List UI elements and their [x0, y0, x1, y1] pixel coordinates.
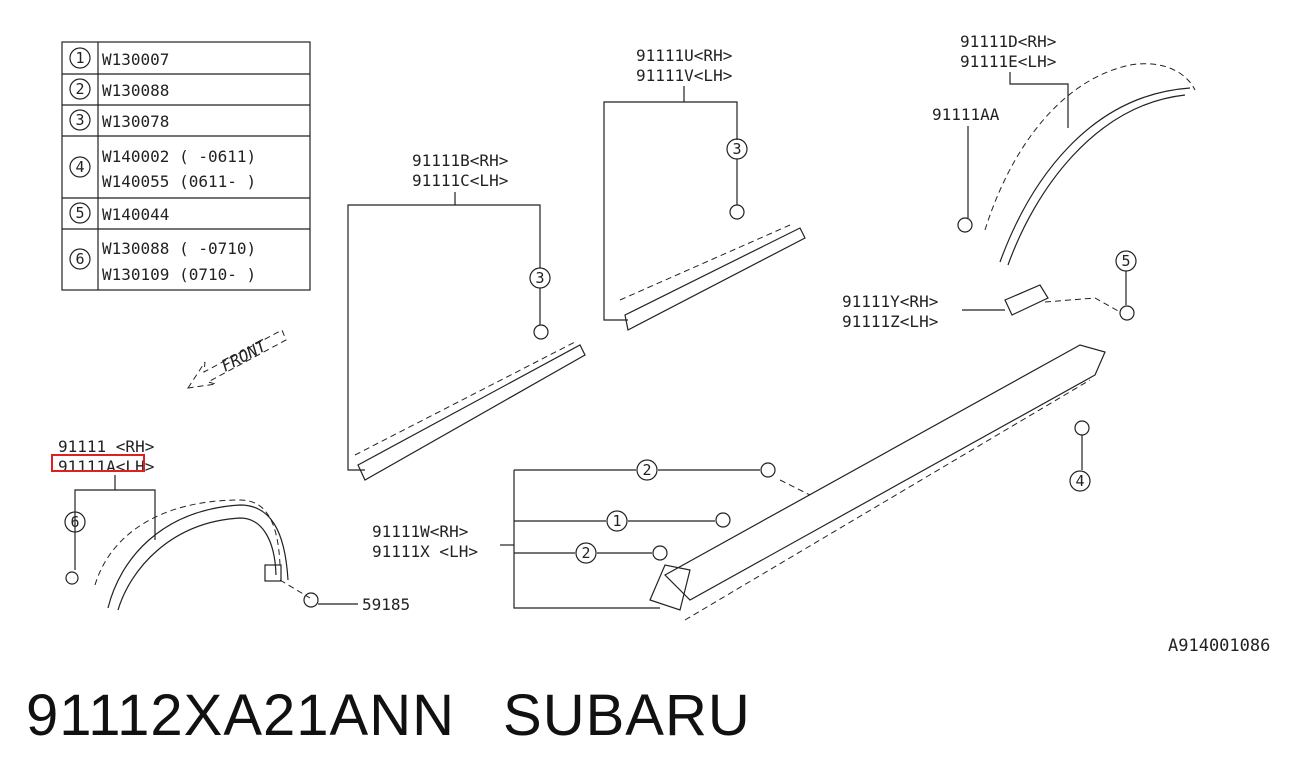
legend-row-3: 3 W130078: [69, 109, 169, 131]
svg-text:2: 2: [581, 544, 590, 562]
brand-name: SUBARU: [503, 683, 751, 748]
svg-text:5: 5: [1121, 252, 1130, 270]
svg-text:1: 1: [612, 512, 621, 530]
legend-row-5: 5 W140044: [69, 202, 169, 224]
rear-wheel-arch: 91111D<RH> 91111E<LH> 91111AA: [932, 32, 1196, 266]
legend-num: 1: [75, 49, 84, 67]
part-label-91111w: 91111W<RH>: [372, 522, 468, 541]
callout-4: [1069, 470, 1091, 492]
part-label-91111u: 91111U<RH>: [636, 46, 732, 65]
legend-part: W140044: [102, 205, 169, 224]
callout-6: [64, 511, 86, 533]
side-sill: 91111W<RH> 91111X <LH> 2 1 2 4: [372, 344, 1106, 621]
legend-row-2: 2 W130088: [69, 78, 169, 100]
highlight-box: [51, 454, 145, 472]
svg-text:3: 3: [535, 269, 544, 287]
legend-part: W130088: [102, 81, 169, 100]
legend-num: 2: [75, 80, 84, 98]
svg-text:2: 2: [642, 461, 651, 479]
legend-num: 6: [75, 250, 84, 268]
svg-text:3: 3: [732, 140, 741, 158]
callout-2: [636, 459, 658, 481]
part-label-91111d: 91111D<RH>: [960, 32, 1056, 51]
front-rocker-panel: 91111B<RH> 91111C<LH> 3: [347, 151, 586, 481]
part-label-91111c: 91111C<LH>: [412, 171, 508, 190]
part-label-59185: 59185: [362, 595, 410, 614]
front-label: FRONT: [218, 336, 271, 376]
legend-part: W130109 (0710- ): [102, 265, 256, 284]
part-label-91111a-lh: 91111A<LH>: [58, 457, 154, 476]
legend-part: W130078: [102, 112, 169, 131]
part-label-91111x: 91111X <LH>: [372, 542, 478, 561]
legend-num: 4: [75, 158, 84, 176]
legend-row-1: 1 W130007: [69, 47, 169, 69]
part-label-91111z: 91111Z<LH>: [842, 312, 938, 331]
callout-2: [575, 542, 597, 564]
svg-text:6: 6: [70, 513, 79, 531]
svg-text:4: 4: [1075, 472, 1084, 490]
part-label-91111-rh: 91111 <RH>: [58, 437, 154, 456]
legend-num: 3: [75, 111, 84, 129]
legend-table: 1 W130007 2 W130088 3 W130078 4 W140002 …: [61, 41, 311, 291]
part-label-91111e: 91111E<LH>: [960, 52, 1056, 71]
part-label-91111aa: 91111AA: [932, 105, 1000, 124]
legend-part: W140055 (0611- ): [102, 172, 256, 191]
callout-1: [606, 510, 628, 532]
front-arrow-icon: FRONT: [186, 329, 287, 389]
diagram-code: A914001086: [1168, 636, 1271, 656]
part-label-91111v: 91111V<LH>: [636, 66, 732, 85]
legend-part: W130088 ( -0710): [102, 239, 256, 258]
caption: 91112XA21ANN SUBARU: [26, 682, 799, 749]
part-label-91111y: 91111Y<RH>: [842, 292, 938, 311]
legend-row-6: 6 W130088 ( -0710) W130109 (0710- ): [69, 239, 256, 284]
rear-rocker-panel: 91111U<RH> 91111V<LH> 3: [603, 46, 806, 331]
sill-bracket: 91111Y<RH> 91111Z<LH> 5: [842, 250, 1137, 331]
legend-part: W130007: [102, 50, 169, 69]
part-label-91111b: 91111B<RH>: [412, 151, 508, 170]
part-number: 91112XA21ANN: [26, 683, 456, 748]
legend-row-4: 4 W140002 ( -0611) W140055 (0611- ): [69, 147, 256, 191]
legend-part: W140002 ( -0611): [102, 147, 256, 166]
legend-num: 5: [75, 204, 84, 222]
front-wheel-arch: 91111 <RH> 91111A<LH> 6 59185: [51, 437, 410, 614]
